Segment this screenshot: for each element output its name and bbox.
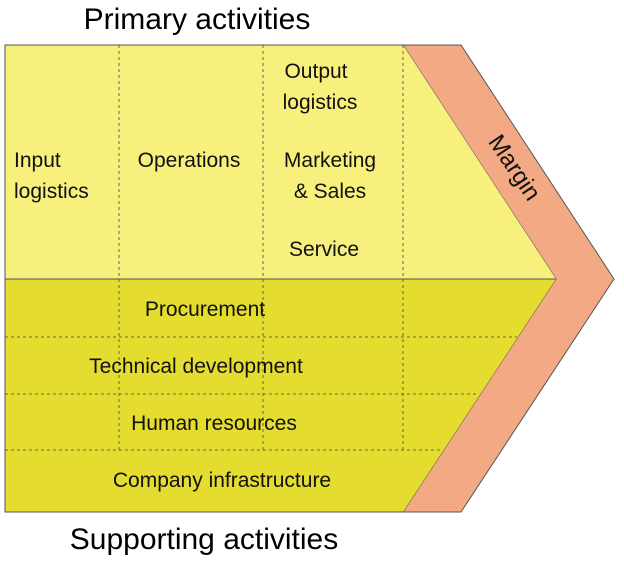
primary-activities-area — [5, 45, 403, 279]
service-label: Service — [289, 238, 359, 261]
procurement-label: Procurement — [145, 298, 265, 321]
supporting-activities-heading: Supporting activities — [70, 523, 338, 556]
marketing-sales-label-line2: & Sales — [294, 180, 366, 203]
technical-development-label: Technical development — [89, 355, 303, 378]
inbound-logistics-label-line2: logistics — [14, 180, 89, 203]
human-resources-label: Human resources — [131, 412, 297, 435]
supporting-activities-area — [5, 279, 556, 512]
inbound-logistics-label-line1: Input — [14, 149, 61, 172]
marketing-sales-label-line1: Marketing — [284, 149, 376, 172]
primary-activities-heading: Primary activities — [84, 3, 311, 36]
outbound-logistics-label-line2: logistics — [283, 91, 358, 114]
operations-label: Operations — [138, 149, 241, 172]
primary-chevron-tip — [403, 45, 556, 279]
company-infrastructure-label: Company infrastructure — [113, 469, 331, 492]
outbound-logistics-label-line1: Output — [284, 60, 347, 83]
